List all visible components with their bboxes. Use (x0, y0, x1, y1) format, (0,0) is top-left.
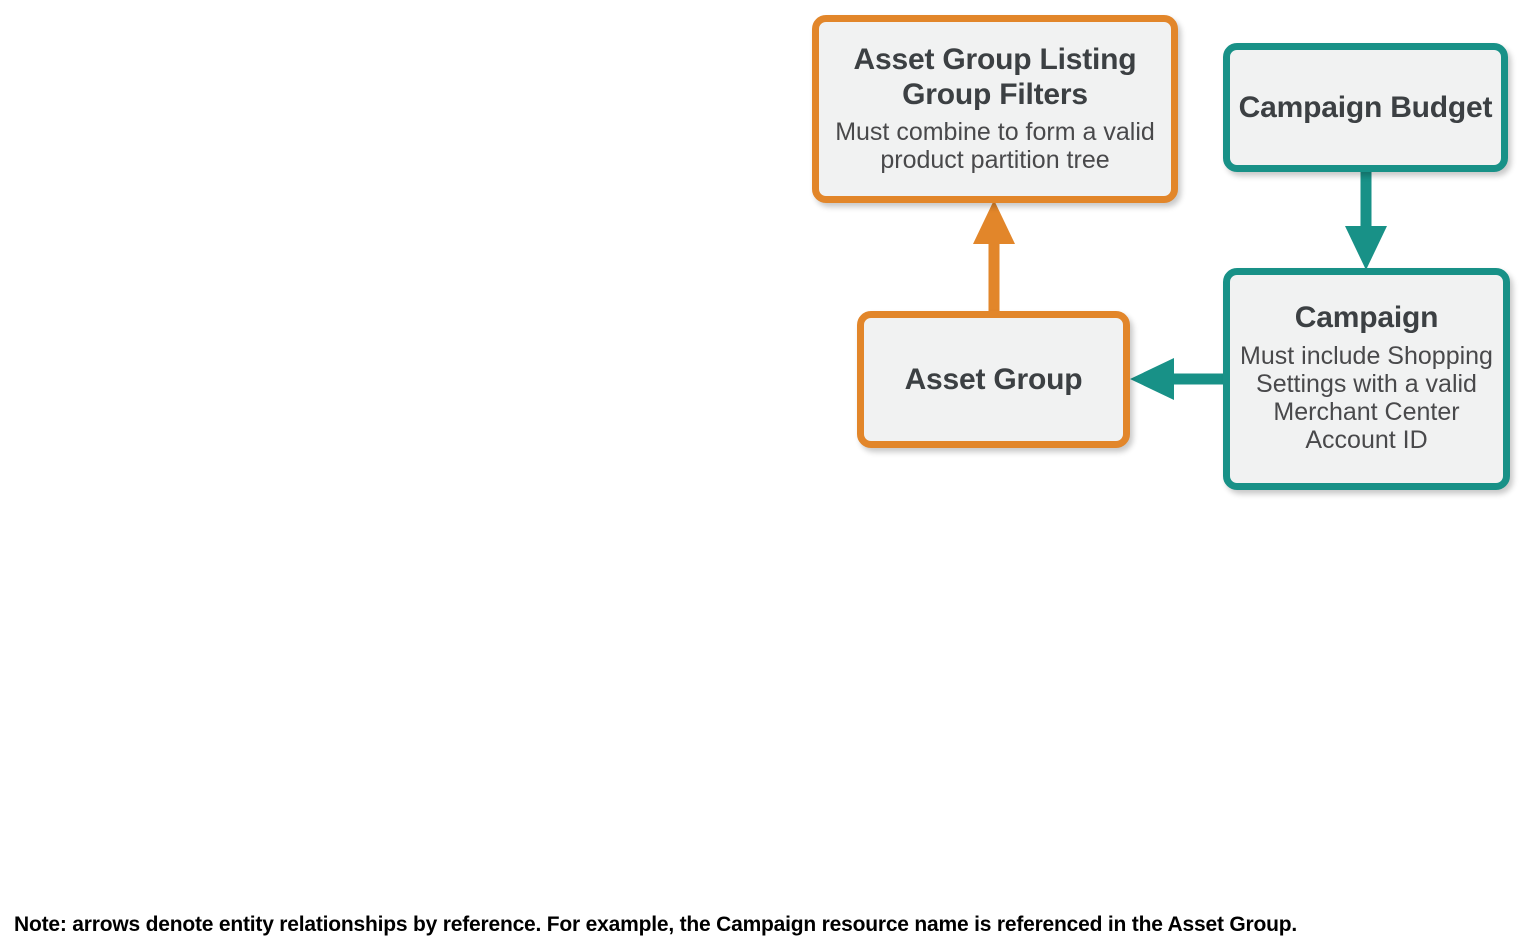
edge-asset-group-to-filters (960, 198, 1030, 318)
node-title: Campaign (1294, 301, 1439, 335)
edge-campaign-budget-to-campaign (1336, 166, 1398, 274)
node-title: Asset Group (904, 362, 1083, 396)
node-campaign-budget[interactable]: Campaign Budget (1223, 43, 1508, 172)
node-subtitle: Must include Shopping Settings with a va… (1240, 341, 1493, 454)
node-subtitle: Must combine to form a valid product par… (835, 118, 1155, 175)
node-asset-group[interactable]: Asset Group (857, 311, 1130, 448)
node-title: Campaign Budget (1238, 90, 1493, 124)
node-title: Asset Group Listing Group Filters (853, 42, 1137, 111)
node-campaign[interactable]: Campaign Must include Shopping Settings … (1223, 268, 1510, 490)
footnote: Note: arrows denote entity relationships… (14, 913, 1297, 936)
node-asset-group-listing-group-filters[interactable]: Asset Group Listing Group Filters Must c… (812, 15, 1178, 203)
edge-campaign-to-asset-group (1124, 352, 1234, 408)
